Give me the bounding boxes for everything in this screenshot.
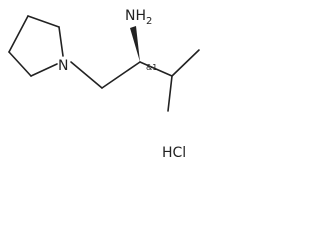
bond-n-ch2 — [70, 61, 103, 89]
ring-nitrogen-label: N — [58, 58, 68, 74]
ring-bond-c5-n — [58, 26, 64, 57]
ring-bond-n-c2 — [30, 63, 58, 77]
chemical-structure: N NH2 &1 HCl — [8, 8, 200, 161]
stereo-descriptor: &1 — [146, 63, 157, 72]
wedge-bond-stereocenter-nh2 — [130, 26, 140, 62]
amine-label: NH2 — [125, 8, 152, 27]
ring-bond-c3-c4 — [8, 15, 29, 53]
bond-ch-methyl-up — [171, 49, 200, 77]
ring-bond-c2-c3 — [8, 51, 32, 77]
bond-stereocenter-ch — [139, 61, 173, 77]
amine-nh-text: NH — [125, 8, 146, 24]
pyrrolidine-ring — [8, 15, 64, 77]
amine-subscript: 2 — [146, 16, 152, 27]
side-chain — [70, 26, 200, 112]
ring-bond-c4-c5 — [27, 15, 60, 28]
bond-ch2-stereocenter — [101, 61, 141, 89]
bond-ch-methyl-down — [167, 75, 173, 112]
salt-label: HCl — [162, 145, 186, 161]
